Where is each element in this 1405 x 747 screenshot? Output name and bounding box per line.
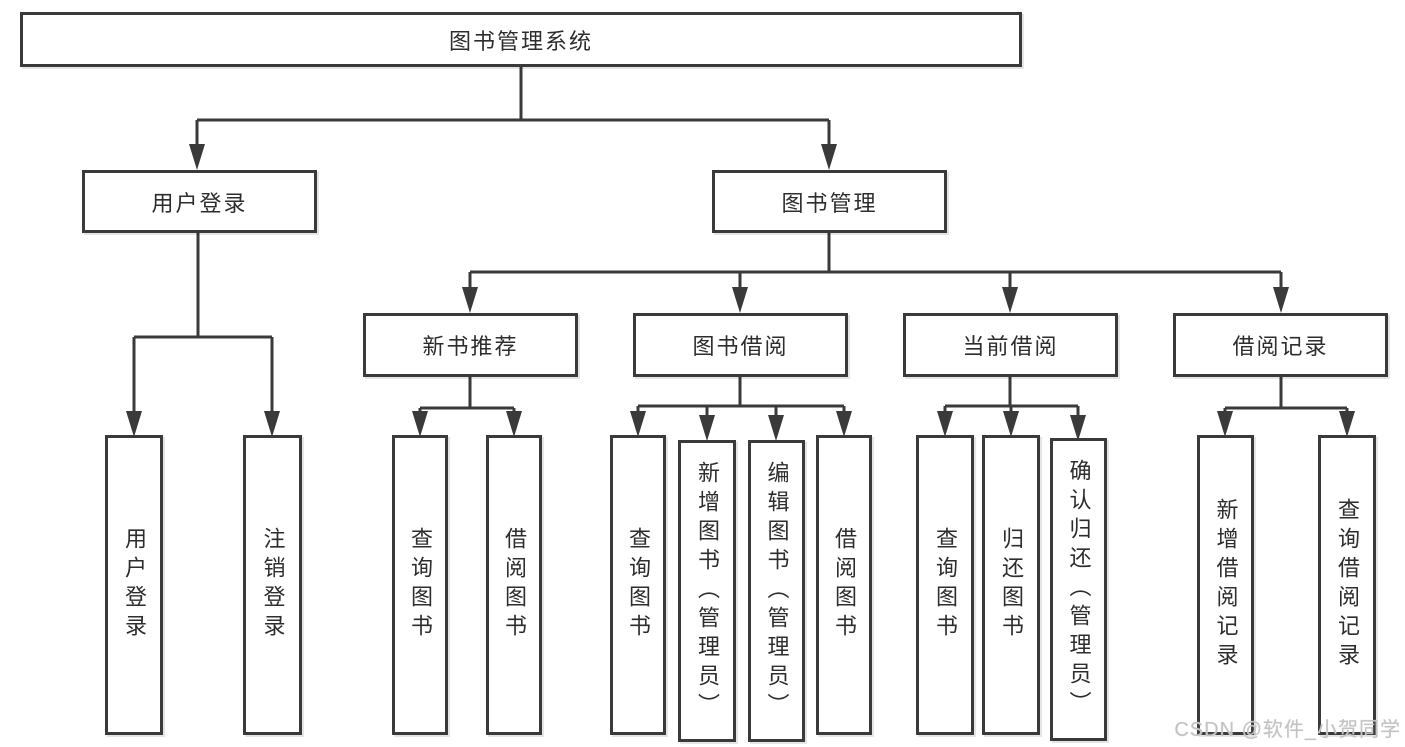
- node-borrow-records: 借阅记录: [1173, 313, 1388, 377]
- leaf-query-books-borrow: 查询图书: [610, 435, 666, 735]
- node-label: 查询图书: [626, 527, 651, 643]
- node-user-login: 用户登录: [82, 170, 317, 233]
- leaf-logout: 注销登录: [243, 435, 302, 735]
- node-label: 借阅图书: [502, 527, 527, 643]
- node-label: 确认归还（管理员）: [1066, 459, 1092, 720]
- node-label: 借阅记录: [1232, 334, 1329, 359]
- node-book-management: 图书管理: [712, 170, 947, 233]
- node-label: 查询借阅记录: [1335, 498, 1360, 672]
- leaf-confirm-return-admin: 确认归还（管理员）: [1050, 438, 1107, 741]
- node-new-book-recommend: 新书推荐: [363, 313, 578, 377]
- leaf-add-borrow-record: 新增借阅记录: [1197, 435, 1254, 735]
- node-label: 图书管理系统: [448, 28, 593, 54]
- leaf-borrow-books-recommend: 借阅图书: [486, 435, 542, 735]
- node-label: 当前借阅: [962, 334, 1059, 359]
- csdn-watermark: CSDN @软件_小贺同学: [1174, 719, 1401, 741]
- leaf-user-login: 用户登录: [105, 435, 163, 735]
- node-label: 新增借阅记录: [1213, 498, 1239, 672]
- node-label: 编辑图书（管理员）: [764, 460, 790, 722]
- node-label: 图书管理: [781, 190, 878, 216]
- node-current-borrow: 当前借阅: [903, 313, 1118, 377]
- leaf-query-borrow-record: 查询借阅记录: [1318, 435, 1376, 735]
- node-label: 借阅图书: [832, 527, 857, 643]
- leaf-return-books: 归还图书: [982, 435, 1040, 735]
- node-label: 查询图书: [933, 527, 958, 643]
- node-library-management-system: 图书管理系统: [20, 12, 1022, 67]
- node-label: 新书推荐: [422, 334, 519, 359]
- leaf-query-books-current: 查询图书: [916, 435, 974, 735]
- node-label: 归还图书: [999, 527, 1024, 643]
- node-label: 图书借阅: [692, 334, 789, 359]
- arrowheads: [126, 144, 1355, 441]
- node-label: 新增图书（管理员）: [695, 460, 720, 722]
- leaf-edit-books-admin: 编辑图书（管理员）: [748, 440, 805, 742]
- node-label: 注销登录: [260, 527, 286, 643]
- node-label: 查询图书: [408, 527, 433, 643]
- leaf-add-books-admin: 新增图书（管理员）: [678, 440, 736, 742]
- leaf-borrow-books: 借阅图书: [816, 435, 872, 735]
- node-label: 用户登录: [151, 190, 248, 216]
- node-book-borrow: 图书借阅: [633, 313, 848, 377]
- leaf-query-books-recommend: 查询图书: [392, 435, 448, 735]
- node-label: 用户登录: [122, 527, 147, 643]
